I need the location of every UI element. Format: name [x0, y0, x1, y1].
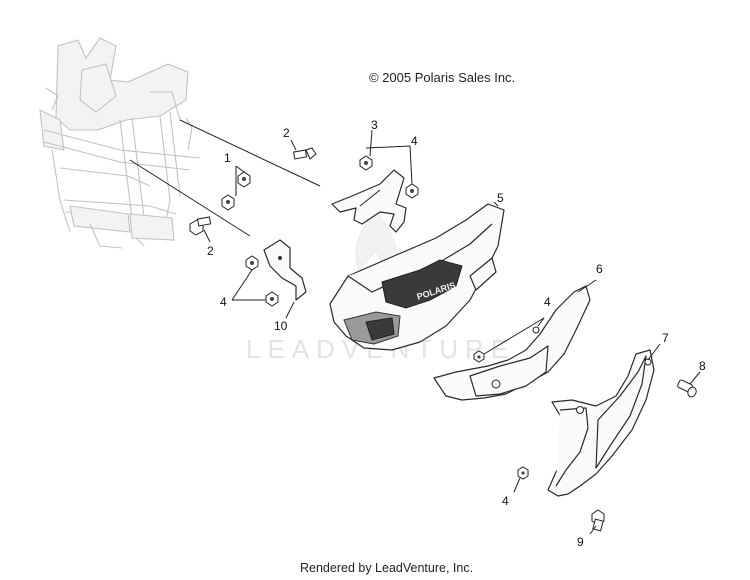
upper-bracket-part-3: [331, 169, 407, 233]
callout-8: 8: [699, 359, 706, 373]
copyright-notice: © 2005 Polaris Sales Inc.: [369, 70, 516, 85]
callout-4-upper: 4: [411, 134, 418, 148]
callout-9: 9: [577, 535, 584, 549]
callout-2-lower: 2: [207, 244, 214, 258]
nut-part-4-upper: [359, 129, 419, 199]
nut-part-4-lower: [513, 466, 529, 493]
bolt-part-9: [589, 509, 605, 535]
bolt-part-2-upper: [290, 139, 317, 160]
skid-plate-part-7: [547, 343, 661, 497]
callout-4-left: 4: [220, 295, 227, 309]
callout-2-upper: 2: [283, 126, 290, 140]
callout-1: 1: [224, 151, 231, 165]
callout-labels: 1 2 2 3 4 4 4 4 5 6 7 8 9 10: [207, 118, 706, 549]
front-bumper-part-5: POLARIS: [329, 201, 505, 351]
callout-10: 10: [274, 319, 288, 333]
brush-guard-part-6: [433, 279, 597, 401]
bolt-part-8: [677, 371, 701, 398]
chassis-frame: [39, 37, 201, 249]
alignment-lines: [129, 119, 321, 237]
nut-part-4-middle: [473, 317, 545, 363]
callout-3: 3: [371, 118, 378, 132]
nut-part-4-left: [231, 255, 295, 319]
callout-4-lower: 4: [502, 494, 509, 508]
rendered-by-footer: Rendered by LeadVenture, Inc.: [300, 561, 474, 575]
callout-7: 7: [662, 331, 669, 345]
lower-bracket-part-10: [263, 239, 307, 301]
callout-4-middle: 4: [544, 295, 551, 309]
callout-5: 5: [497, 191, 504, 205]
bolt-part-2-lower: [189, 216, 212, 243]
callout-6: 6: [596, 262, 603, 276]
nut-part-1: [221, 165, 251, 211]
